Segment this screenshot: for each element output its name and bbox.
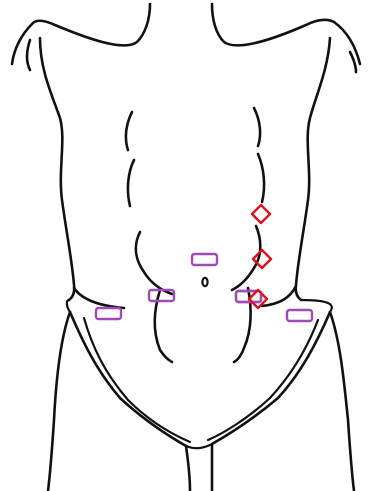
rectangle-marker-4 [96, 308, 121, 319]
groin-fold [186, 444, 212, 448]
right-waist-line [262, 286, 296, 306]
ab-line-left-1 [126, 112, 132, 150]
right-chest-contour [296, 38, 330, 300]
rectangle-marker-2 [149, 290, 174, 301]
left-neck-line [32, 4, 150, 45]
right-neck-line [212, 4, 334, 45]
right-arm-line [350, 52, 356, 72]
left-waist-line [74, 288, 124, 308]
rectangle-marker-5 [287, 310, 312, 321]
groin-center-line [186, 446, 190, 491]
left-iliac-line [67, 300, 70, 312]
rectangle-marker-1 [192, 254, 217, 265]
right-shoulder-line [334, 22, 360, 64]
torso-outline [12, 4, 360, 491]
left-chest-contour [40, 38, 74, 300]
ab-line-left-3 [136, 232, 172, 294]
left-arm-line [27, 40, 30, 70]
left-hip-outline [48, 312, 70, 491]
ab-line-right-1 [254, 108, 260, 146]
navel [202, 278, 207, 286]
rectangle-port-markers [96, 254, 312, 321]
ab-line-right-2 [258, 154, 264, 202]
left-inguinal-inner [84, 318, 190, 442]
right-hip-outline [330, 312, 354, 491]
ab-line-right-3 [232, 226, 260, 290]
abdominal-muscle-lines [126, 108, 264, 362]
right-inguinal-inner [208, 320, 318, 440]
ab-line-left-2 [128, 160, 134, 206]
diamond-marker-1 [252, 205, 270, 223]
